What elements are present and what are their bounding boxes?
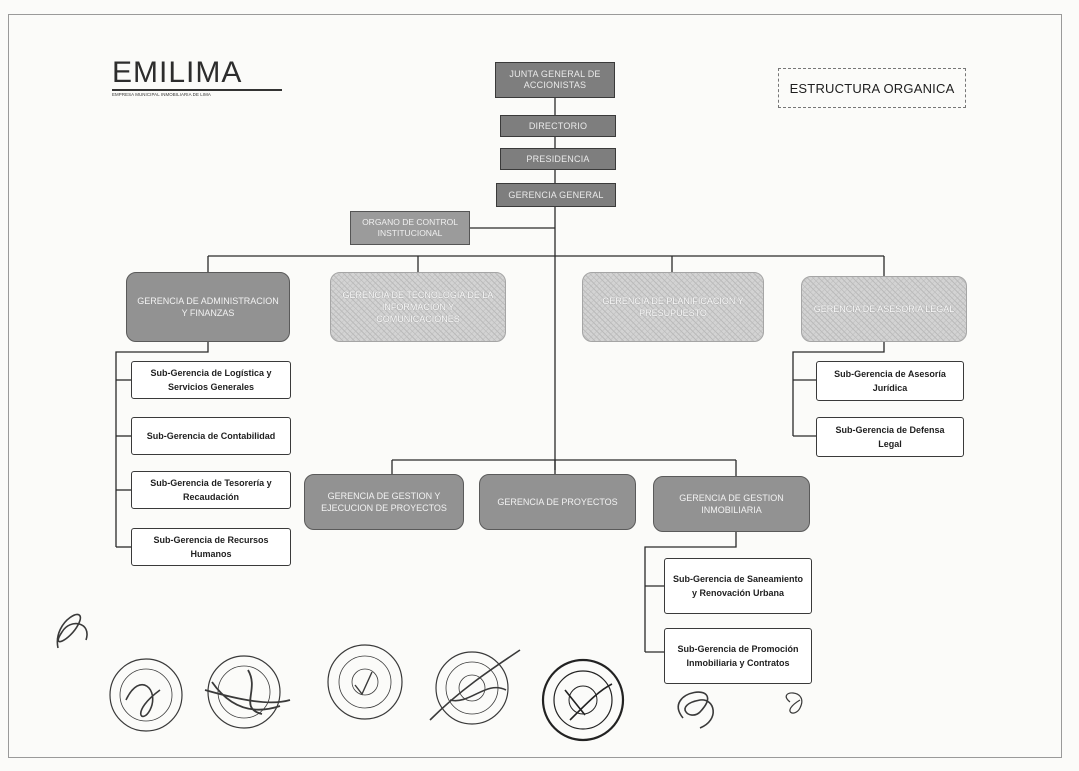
node-adm-finanzas: GERENCIA DE ADMINISTRACION Y FINANZAS	[126, 272, 290, 342]
page-border	[8, 14, 1062, 758]
sub-contabilidad: Sub-Gerencia de Contabilidad	[131, 417, 291, 455]
logo-wordmark: EMILIMA	[112, 56, 243, 89]
sub-promocion-inmobiliaria: Sub-Gerencia de Promoción Inmobiliaria y…	[664, 628, 812, 684]
sub-asesoria-juridica: Sub-Gerencia de Asesoría Jurídica	[816, 361, 964, 401]
node-presidencia: PRESIDENCIA	[500, 148, 616, 170]
sub-logistica: Sub-Gerencia de Logística y Servicios Ge…	[131, 361, 291, 399]
node-asesoria-legal: GERENCIA DE ASESORIA LEGAL	[801, 276, 967, 342]
emilima-logo: EMILIMA EMPRESA MUNICIPAL INMOBILIARIA D…	[112, 58, 282, 100]
logo-tagline: EMPRESA MUNICIPAL INMOBILIARIA DE LIMA	[112, 89, 282, 97]
sub-recursos-humanos: Sub-Gerencia de Recursos Humanos	[131, 528, 291, 566]
chart-title: ESTRUCTURA ORGANICA	[778, 68, 966, 108]
node-gestion-inmobiliaria: GERENCIA DE GESTION INMOBILIARIA	[653, 476, 810, 532]
sub-defensa-legal: Sub-Gerencia de Defensa Legal	[816, 417, 964, 457]
sub-saneamiento: Sub-Gerencia de Saneamiento y Renovación…	[664, 558, 812, 614]
seals-signatures	[56, 613, 803, 742]
node-gestion-proyectos: GERENCIA DE GESTION Y EJECUCION DE PROYE…	[304, 474, 464, 530]
node-tecnologia: GERENCIA DE TECNOLOGIA DE LA INFORMACION…	[330, 272, 506, 342]
node-planificacion: GERENCIA DE PLANIFICACION Y PRESUPUESTO	[582, 272, 764, 342]
node-directorio: DIRECTORIO	[500, 115, 616, 137]
sub-tesoreria: Sub-Gerencia de Tesorería y Recaudación	[131, 471, 291, 509]
node-organo-control: ORGANO DE CONTROL INSTITUCIONAL	[350, 211, 470, 245]
node-junta-general: JUNTA GENERAL DE ACCIONISTAS	[495, 62, 615, 98]
node-gerencia-general: GERENCIA GENERAL	[496, 183, 616, 207]
node-gerencia-proyectos: GERENCIA DE PROYECTOS	[479, 474, 636, 530]
